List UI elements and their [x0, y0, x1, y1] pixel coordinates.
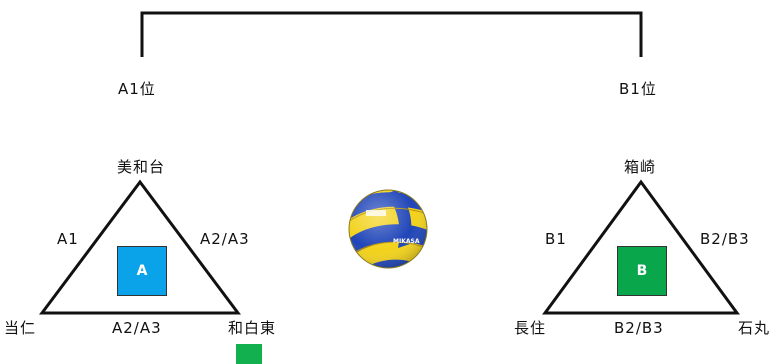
pool-b-top-team: 箱崎 [624, 158, 657, 176]
pool-b-right-edge-label: B2/B3 [700, 230, 750, 248]
final-right-label: B1位 [619, 80, 657, 98]
pool-a-top-team: 美和台 [117, 158, 166, 176]
final-bracket-line [140, 11, 643, 57]
pool-b-bottom-left-team: 長住 [514, 319, 547, 337]
pool-a-bottom-left-team: 当仁 [4, 319, 37, 337]
final-left-label: A1位 [118, 80, 156, 98]
green-marker [236, 344, 262, 364]
ball-brand-text: MIKASA [393, 238, 420, 245]
pool-b-bottom-right-team: 石丸 [738, 319, 771, 337]
pool-a-bottom-right-team: 和白東 [228, 319, 277, 337]
pool-b-triangle [542, 179, 740, 315]
pool-a-bottom-edge-label: A2/A3 [112, 319, 162, 337]
pool-a-left-edge-label: A1 [57, 230, 79, 248]
pool-a-triangle [39, 179, 241, 315]
pool-b-box: B [617, 246, 667, 296]
pool-b-bottom-edge-label: B2/B3 [614, 319, 664, 337]
pool-b-left-edge-label: B1 [545, 230, 567, 248]
pool-a-box: A [117, 246, 167, 296]
pool-a-right-edge-label: A2/A3 [200, 230, 250, 248]
